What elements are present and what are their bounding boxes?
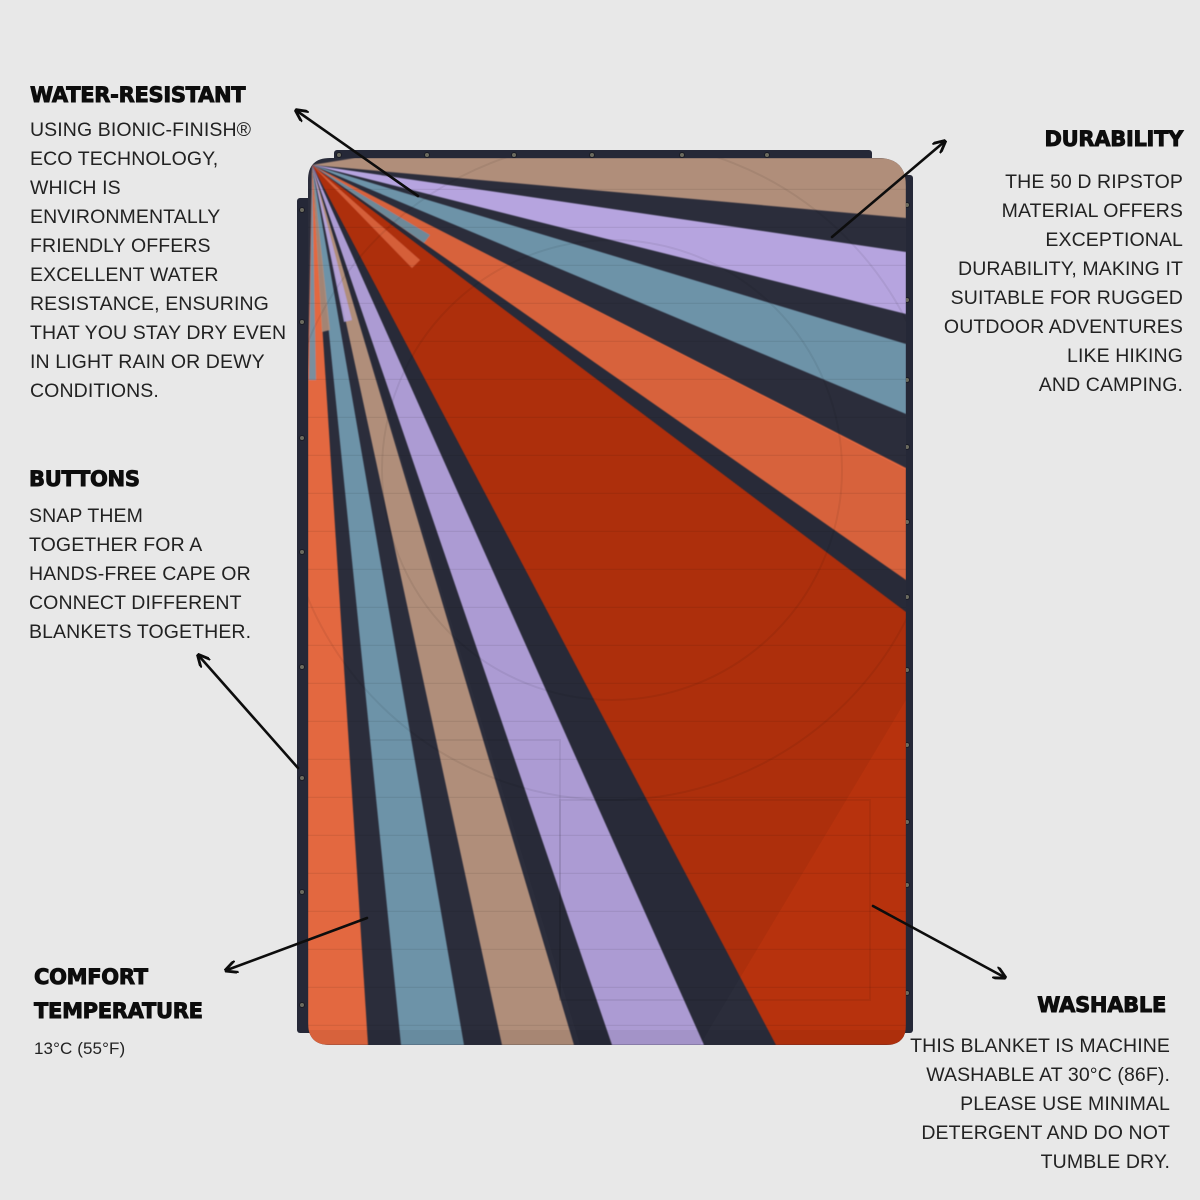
- feature-water-resistant: WATER-RESISTANT USING BIONIC-FINISH® ECO…: [30, 78, 320, 406]
- temperature-value: 13°C (55°F): [34, 1039, 126, 1058]
- feature-title: WATER-RESISTANT: [30, 83, 247, 108]
- feature-description: SNAP THEM TOGETHER FOR A HANDS-FREE CAPE…: [29, 505, 252, 643]
- feature-description: THIS BLANKET IS MACHINE WASHABLE AT 30°C…: [910, 1035, 1170, 1173]
- feature-description: THE 50 D RIPSTOP MATERIAL OFFERS EXCEPTI…: [943, 171, 1183, 396]
- feature-buttons: BUTTONS SNAP THEM TOGETHER FOR A HANDS-F…: [29, 462, 319, 647]
- feature-title-line-2: TEMPERATURE: [34, 999, 204, 1024]
- feature-durability: DURABILITY THE 50 D RIPSTOP MATERIAL OFF…: [883, 122, 1184, 400]
- feature-comfort-temperature: COMFORT TEMPERATURE 13°C (55°F): [34, 960, 294, 1063]
- feature-title-line-1: COMFORT: [34, 965, 149, 990]
- feature-washable: WASHABLE THIS BLANKET IS MACHINE WASHABL…: [850, 988, 1170, 1177]
- blanket-body: [308, 158, 906, 1045]
- feature-title: WASHABLE: [1037, 993, 1167, 1018]
- feature-title: DURABILITY: [1044, 127, 1184, 152]
- feature-title: BUTTONS: [29, 467, 141, 492]
- feature-description: USING BIONIC-FINISH® ECO TECHNOLOGY, WHI…: [30, 119, 287, 402]
